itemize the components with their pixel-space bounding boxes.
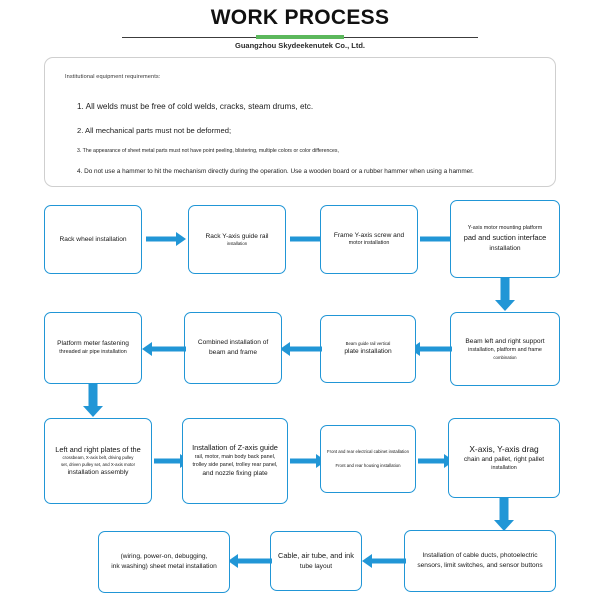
- node-line: Beam guide rail vertical: [345, 341, 391, 347]
- arrow-down-icon: [489, 277, 521, 311]
- node-line: installation: [489, 244, 521, 252]
- node-line: Front and rear housing installation: [335, 462, 401, 468]
- arrow-down-icon: [77, 383, 109, 417]
- node-line: Frame Y-axis screw and: [333, 231, 405, 239]
- node-line: tube layout: [299, 562, 333, 570]
- flow-node-beam-left-right-support[interactable]: Beam left and right support installation…: [450, 312, 560, 386]
- node-line: X-axis, Y-axis drag: [469, 444, 539, 455]
- node-line: set, driven pulley set, and X-axis motor: [60, 461, 136, 467]
- node-line: combination: [493, 354, 517, 360]
- node-line: Installation of cable ducts, photoelectr…: [422, 552, 538, 560]
- requirement-item-2: 2. All mechanical parts must not be defo…: [77, 126, 232, 135]
- flow-node-xy-axis-drag-chain[interactable]: X-axis, Y-axis drag chain and pallet, ri…: [448, 418, 560, 498]
- flow-node-beam-guide-rail-vertical-plate[interactable]: Beam guide rail vertical plate installat…: [320, 315, 416, 383]
- node-line: rail, motor, main body back panel,: [194, 453, 276, 460]
- flow-node-cable-ducts-photoelectric-sensors[interactable]: Installation of cable ducts, photoelectr…: [404, 530, 556, 592]
- node-line: and nozzle fixing plate: [202, 470, 268, 478]
- flow-node-left-right-plates-crossbeam[interactable]: Left and right plates of the crossbeam, …: [44, 418, 152, 504]
- flow-node-rack-wheel-installation[interactable]: Rack wheel installation: [44, 205, 142, 274]
- node-line: installation assembly: [67, 468, 129, 476]
- requirements-card: Institutional equipment requirements: 1.…: [44, 57, 556, 187]
- flow-node-wiring-power-on-debugging[interactable]: (wiring, power-on, debugging, ink washin…: [98, 531, 230, 593]
- flow-node-y-axis-motor-mounting-platform[interactable]: Y-axis motor mounting platform pad and s…: [450, 200, 560, 278]
- page-title: WORK PROCESS: [210, 6, 390, 29]
- flow-node-frame-y-axis-screw[interactable]: Frame Y-axis screw and motor installatio…: [320, 205, 418, 274]
- node-line: (wiring, power-on, debugging,: [120, 553, 208, 561]
- node-line: ink washing) sheet metal installation: [111, 563, 217, 570]
- node-line: crossbeam, X-axis belt, driving pulley: [62, 455, 134, 461]
- requirement-item-3: 3. The appearance of sheet metal parts m…: [77, 148, 339, 154]
- title-divider: [122, 35, 478, 39]
- node-line: installation: [491, 464, 517, 471]
- arrow-down-icon: [488, 497, 520, 531]
- node-line: sensors, limit switches, and sensor butt…: [417, 562, 543, 569]
- divider-left-line: [122, 36, 256, 38]
- node-line: Left and right plates of the: [55, 444, 141, 454]
- flow-node-cable-air-tube-ink-tube-layout[interactable]: Cable, air tube, and ink tube layout: [270, 531, 362, 591]
- arrow-left-icon: [362, 547, 406, 575]
- node-line: beam and frame: [208, 349, 257, 356]
- node-line: Installation of Z-axis guide: [192, 443, 278, 453]
- node-line: Rack wheel installation: [59, 235, 127, 243]
- flow-node-rack-y-axis-guide-rail[interactable]: Rack Y-axis guide rail installation: [188, 205, 286, 274]
- node-line: Front and rear electrical cabinet instal…: [327, 449, 409, 455]
- node-line: motor installation: [348, 240, 390, 247]
- node-line: chain and pallet, right pallet: [463, 456, 545, 464]
- arrow-left-icon: [410, 335, 452, 363]
- arrow-left-icon: [142, 335, 186, 363]
- company-name: Guangzhou Skydeekenutek Co., Ltd.: [234, 41, 366, 50]
- node-line: threaded air pipe installation: [59, 348, 127, 355]
- flow-node-combined-installation-beam-frame[interactable]: Combined installation of beam and frame: [184, 312, 282, 384]
- node-line: Combined installation of: [197, 339, 269, 347]
- arrow-right-icon: [146, 225, 186, 253]
- arrow-left-icon: [280, 335, 322, 363]
- flow-node-front-rear-electrical-cabinet[interactable]: Front and rear electrical cabinet instal…: [320, 425, 416, 493]
- node-line: trolley side panel, trolley rear panel,: [192, 461, 278, 468]
- node-line: Cable, air tube, and ink: [277, 550, 354, 560]
- node-line: pad and suction interface: [463, 232, 547, 242]
- divider-accent-bar: [256, 35, 344, 39]
- arrow-left-icon: [228, 547, 272, 575]
- node-line: installation, platform and frame: [468, 346, 542, 353]
- node-line: Beam left and right support: [465, 338, 545, 346]
- node-line: plate installation: [344, 348, 392, 356]
- flow-node-platform-meter-fastening[interactable]: Platform meter fastening threaded air pi…: [44, 312, 142, 384]
- node-line: Rack Y-axis guide rail: [205, 232, 269, 240]
- node-line: Platform meter fastening: [57, 340, 129, 348]
- node-line: Y-axis motor mounting platform: [467, 224, 543, 231]
- divider-right-line: [344, 36, 478, 38]
- requirement-item-4: 4. Do not use a hammer to hit the mechan…: [77, 168, 474, 175]
- requirements-heading: Institutional equipment requirements:: [65, 74, 161, 80]
- flow-node-z-axis-guide-rail-installation[interactable]: Installation of Z-axis guide rail, motor…: [182, 418, 288, 504]
- requirement-item-1: 1. All welds must be free of cold welds,…: [77, 102, 314, 111]
- node-line: installation: [226, 241, 248, 247]
